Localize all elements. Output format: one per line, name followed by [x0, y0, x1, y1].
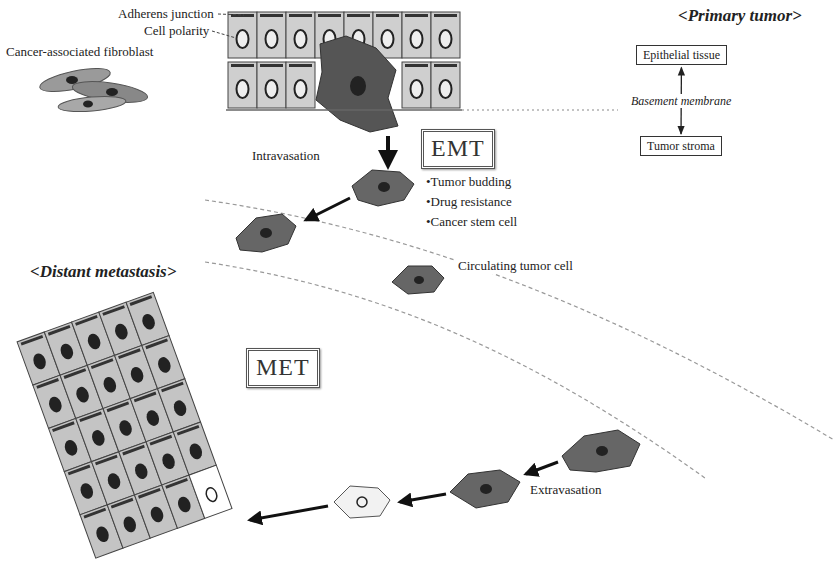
- circulating-cell: [392, 266, 444, 294]
- disseminated-cell: [450, 470, 520, 508]
- cell-nucleus: [480, 484, 492, 494]
- process-arrow: [306, 198, 350, 220]
- epithelial-cell: [257, 12, 286, 58]
- cell-nucleus: [66, 76, 78, 84]
- epithelial-like-cell: [334, 486, 390, 518]
- epithelial-cell: [286, 12, 315, 58]
- cell-nucleus: [414, 276, 424, 284]
- epithelial-cell: [431, 12, 460, 58]
- cell-nucleus: [260, 228, 272, 238]
- basement-membrane-line: [226, 109, 462, 111]
- cell-nucleus: [83, 101, 93, 108]
- cell-nucleus: [357, 497, 367, 507]
- epithelial-cell: [402, 12, 431, 58]
- cell-nucleus: [106, 88, 118, 96]
- process-box: EMT: [421, 129, 495, 169]
- process-arrow: [526, 462, 558, 474]
- tissue-box: Epithelial tissue: [636, 45, 727, 65]
- cell-nucleus: [596, 446, 608, 456]
- annotation-label: Cancer-associated fibroblast: [4, 44, 155, 60]
- box-text: Epithelial tissue: [643, 48, 720, 62]
- annotation-label: Extravasation: [528, 482, 603, 498]
- epithelial-cell: [257, 62, 286, 108]
- annotation-label: •Drug resistance: [424, 194, 514, 210]
- mesenchymal-cell: [352, 170, 414, 206]
- process-arrow: [400, 494, 446, 502]
- process-arrow: [386, 136, 390, 166]
- leader-line: [218, 14, 244, 15]
- epithelial-cell: [402, 62, 431, 108]
- annotation-label: •Tumor budding: [424, 174, 513, 190]
- epithelial-cell: [228, 12, 257, 58]
- annotation-label: Adherens junction: [116, 6, 216, 22]
- tumor-cell: [189, 465, 232, 518]
- annotation-label: Intravasation: [250, 148, 322, 164]
- leader-line: [212, 31, 236, 38]
- annotation-label: Circulating tumor cell: [456, 258, 575, 274]
- basement-membrane-dotted: [462, 110, 618, 111]
- invading-tumor-cell: [316, 36, 398, 132]
- intravasating-cell: [236, 214, 296, 252]
- metastatic-colony: [17, 292, 232, 558]
- epithelial-cell: [286, 62, 315, 108]
- vessel-wall: [205, 200, 834, 440]
- vessel-wall: [205, 262, 705, 478]
- cell-nucleus: [350, 76, 366, 96]
- epithelial-cell: [228, 62, 257, 108]
- box-text: EMT: [431, 135, 485, 163]
- annotation-label: •Cancer stem cell: [424, 214, 519, 230]
- extravasating-cell: [562, 430, 640, 472]
- box-text: MET: [256, 354, 310, 382]
- process-arrow: [250, 506, 328, 520]
- cell-nucleus: [378, 182, 390, 192]
- process-box: MET: [246, 348, 320, 388]
- tissue-box: Tumor stroma: [640, 136, 722, 156]
- section-heading: <Distant metastasis>: [28, 262, 178, 282]
- epithelial-cell: [431, 62, 460, 108]
- fibroblast-cell: [58, 94, 127, 114]
- section-heading: <Primary tumor>: [676, 6, 804, 26]
- annotation-label: Cell polarity: [142, 23, 211, 39]
- edge-label: Basement membrane: [628, 94, 734, 108]
- box-text: Tumor stroma: [647, 139, 715, 153]
